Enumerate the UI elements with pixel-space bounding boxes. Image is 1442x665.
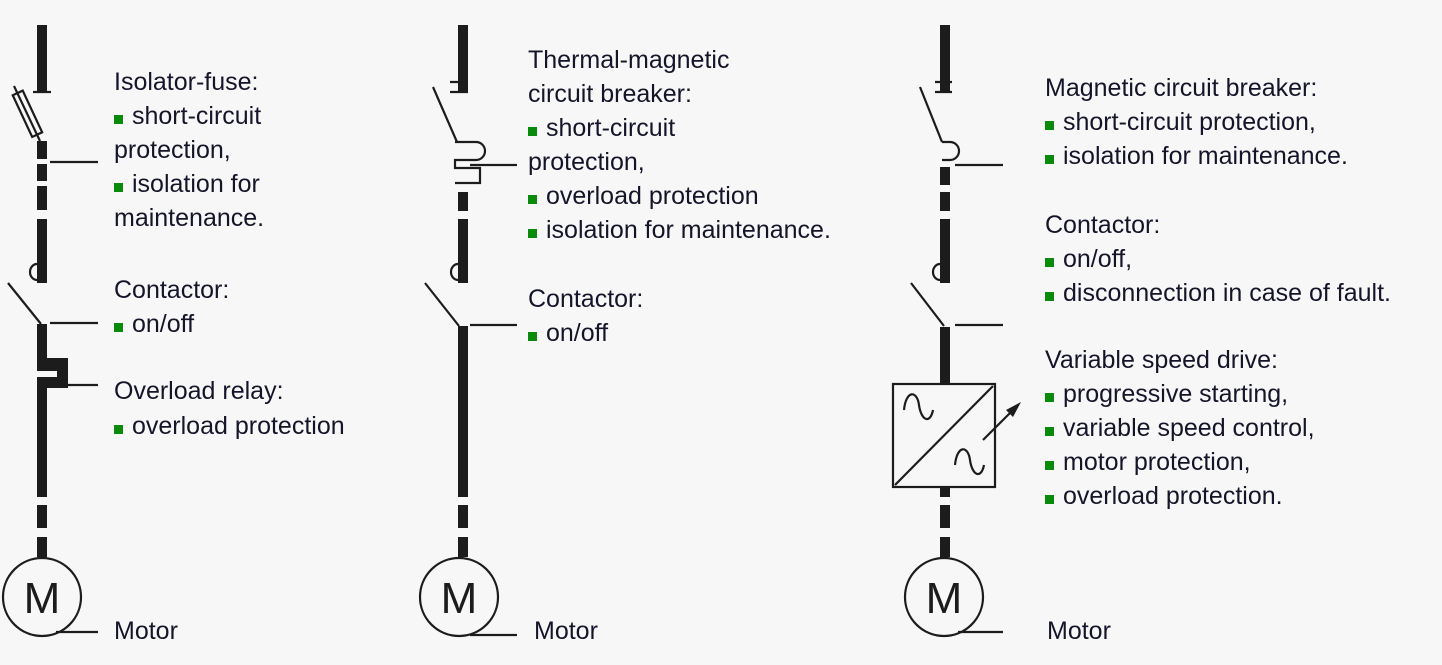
bullet-icon	[1045, 121, 1054, 130]
fuse-symbol	[11, 85, 44, 142]
sine-wave-icon	[953, 448, 986, 476]
bullet-icon	[1045, 427, 1054, 436]
bullet-icon	[114, 425, 123, 434]
bullet-icon	[528, 127, 537, 136]
labels-col3: Magnetic circuit breaker: short-circuit …	[1045, 74, 1391, 645]
bullet-text: on/off	[132, 310, 194, 338]
conductor-dash	[940, 167, 950, 185]
bullet-icon	[1045, 292, 1054, 301]
bullet-text: overload protection	[132, 412, 345, 440]
conductor-dash	[940, 537, 950, 557]
bullet-text: overload protection	[546, 182, 759, 210]
bullet-text: isolation for maintenance.	[546, 216, 831, 244]
bullet-text: on/off,	[1063, 245, 1132, 273]
conductor	[940, 25, 950, 92]
circuit-isolator-fuse-contactor-relay: M	[1, 25, 98, 638]
bullet-icon	[528, 195, 537, 204]
bullet-icon	[1045, 155, 1054, 164]
conductor	[37, 25, 47, 92]
bullet-text: protection,	[528, 148, 645, 176]
conductor-dash	[37, 141, 47, 159]
conductor	[458, 326, 468, 497]
conductor-dash	[458, 505, 468, 528]
bullet-icon	[114, 323, 123, 332]
magnetic-trip-symbol	[942, 140, 961, 162]
bullet-icon	[1045, 461, 1054, 470]
conductor-dash	[458, 537, 468, 557]
conductor	[940, 487, 950, 497]
conductor-dash	[37, 537, 47, 557]
bullet-icon	[1045, 393, 1054, 402]
bullet-text: isolation for maintenance.	[1063, 142, 1348, 170]
contactor-contact-arc	[449, 262, 459, 282]
conductor-dash	[458, 192, 468, 211]
bullet-text: on/off	[546, 319, 608, 347]
breaker-switch	[431, 86, 459, 143]
conductor-dash	[940, 505, 950, 528]
bullet-text: protection,	[114, 136, 231, 164]
thermal-magnetic-trip-symbol	[453, 140, 487, 185]
motor-letter: M	[24, 574, 61, 623]
bullet-text: disconnection in case of fault.	[1063, 279, 1391, 307]
bullet-text: short-circuit	[132, 102, 261, 130]
motor-symbol	[418, 556, 500, 638]
bullet-icon	[114, 183, 123, 192]
sine-wave-icon	[902, 393, 935, 421]
conductor	[458, 219, 468, 283]
motor-letter: M	[441, 574, 478, 623]
contactor-switch	[910, 282, 945, 327]
labels-col1: Isolator-fuse: short-circuit protection,…	[114, 68, 345, 645]
arrowhead-icon	[1006, 402, 1021, 417]
contactor-switch	[424, 282, 460, 327]
bullet-icon	[114, 115, 123, 124]
bullet-text: variable speed control,	[1063, 414, 1315, 442]
conductor	[940, 327, 950, 384]
motor-label: Motor	[534, 617, 598, 645]
labels-col2: Thermal-magnetic circuit breaker: short-…	[528, 46, 831, 645]
conductor-dash	[37, 186, 47, 210]
label-title: Isolator-fuse:	[114, 68, 259, 96]
contactor-contact-arc	[28, 262, 38, 282]
bullet-text: isolation for	[132, 170, 260, 198]
contactor-contact-arc	[931, 262, 941, 282]
bullet-text: short-circuit	[546, 114, 675, 142]
label-title: circuit breaker:	[528, 80, 692, 108]
bullet-icon	[528, 332, 537, 341]
motor-letter: M	[926, 574, 963, 623]
label-title: Overload relay:	[114, 377, 284, 405]
motor-label: Motor	[1047, 617, 1111, 645]
label-title: Contactor:	[114, 276, 229, 304]
overload-relay-symbol	[37, 324, 68, 497]
contactor-switch	[7, 282, 42, 325]
label-title: Magnetic circuit breaker:	[1045, 74, 1317, 102]
bullet-icon	[528, 229, 537, 238]
breaker-switch	[918, 86, 944, 143]
conductor-dash	[940, 192, 950, 211]
circuit-thermal-magnetic-breaker: M	[418, 25, 517, 638]
conductor	[458, 25, 468, 92]
bullet-icon	[1045, 495, 1054, 504]
bullet-text: motor protection,	[1063, 448, 1251, 476]
motor-symbol	[1, 556, 83, 638]
conductor	[940, 219, 950, 283]
motor-label: Motor	[114, 617, 178, 645]
motor-symbol	[903, 556, 985, 638]
bullet-text: overload protection.	[1063, 482, 1283, 510]
label-title: Thermal-magnetic	[528, 46, 729, 74]
variable-speed-drive-symbol	[891, 382, 997, 489]
label-title: Variable speed drive:	[1045, 346, 1278, 374]
label-title: Contactor:	[528, 285, 643, 313]
conductor	[37, 219, 47, 283]
bullet-text: short-circuit protection,	[1063, 108, 1316, 136]
bullet-icon	[1045, 258, 1054, 267]
conductor-dash	[37, 164, 47, 181]
bullet-text: maintenance.	[114, 204, 264, 232]
bullet-text: progressive starting,	[1063, 380, 1288, 408]
adjust-arrow-icon	[982, 410, 1013, 441]
label-title: Contactor:	[1045, 211, 1160, 239]
circuit-magnetic-breaker-vsd: M	[891, 25, 1021, 638]
conductor-dash	[37, 505, 47, 528]
